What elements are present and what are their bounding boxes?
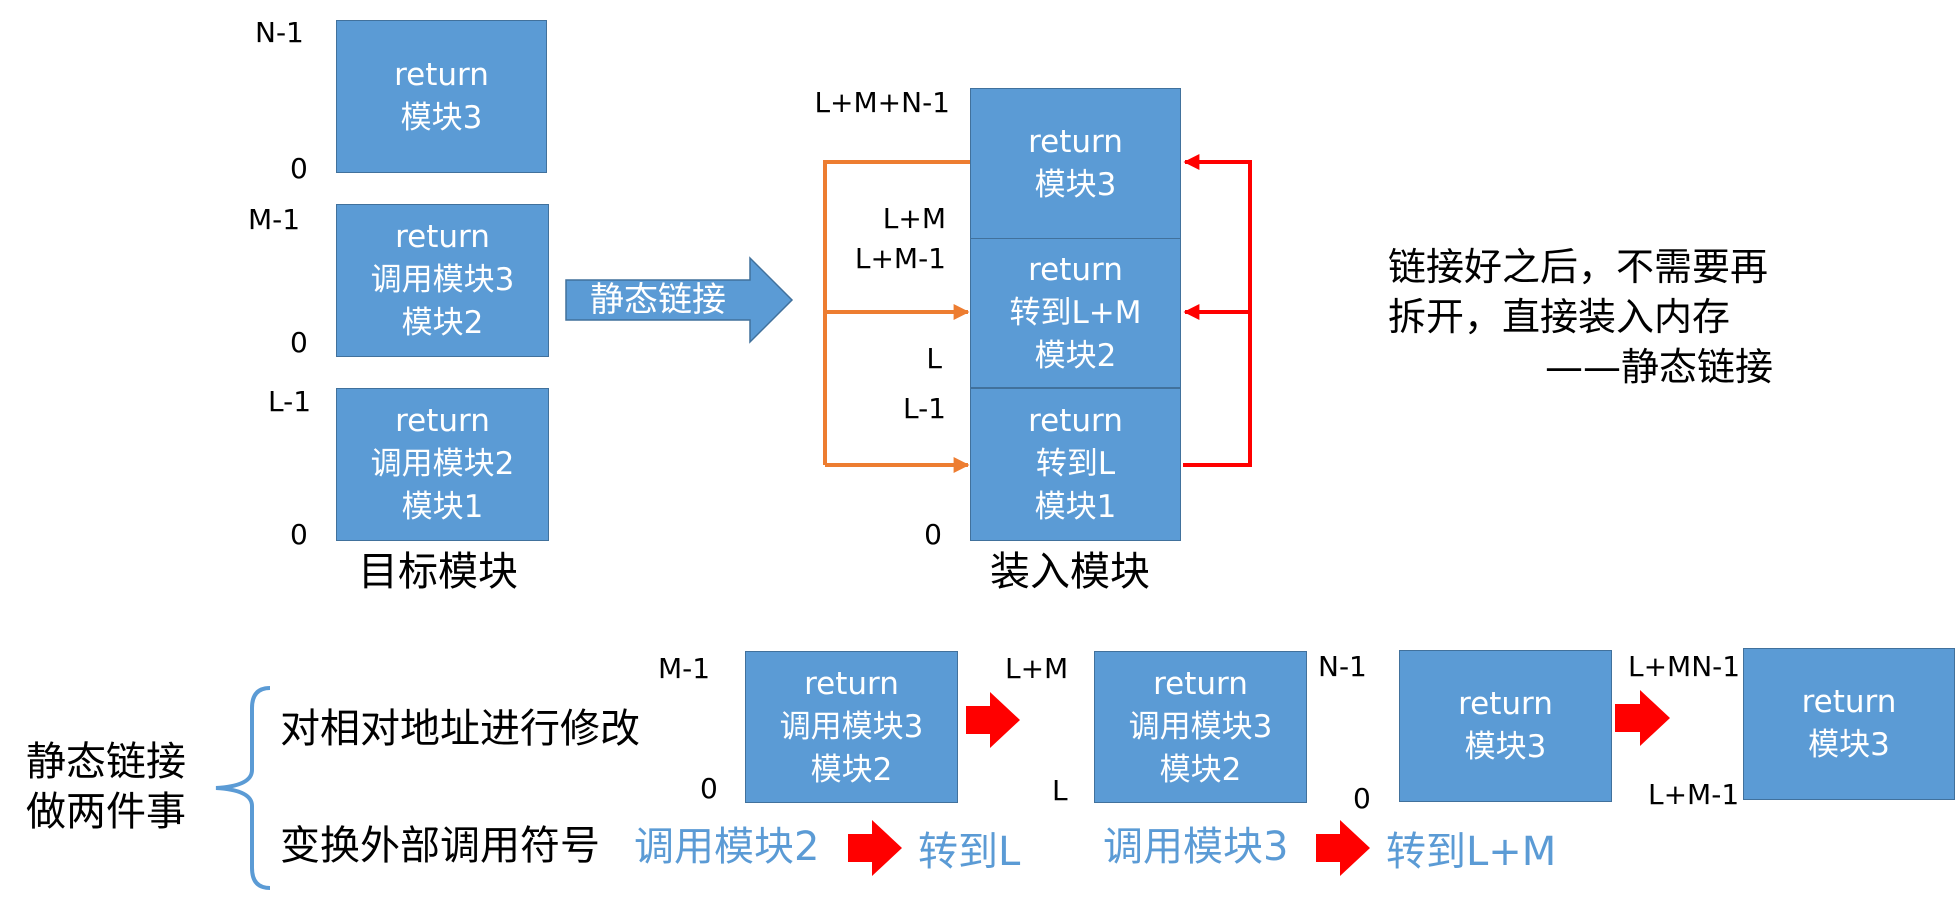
red-bracket [1183,154,1252,467]
note-line-2: 拆开，直接装入内存 [1388,295,1731,339]
address-label: L-1 [902,392,946,425]
box-d-top-label: L+MN-1 [1628,650,1741,683]
line: return [395,219,490,255]
task-relative-address: 对相对地址进行修改 [280,706,640,752]
line: return [1028,251,1123,288]
orange-bracket [823,160,970,473]
red-arrow-icon [1615,690,1670,746]
box-a-bottom-label: 0 [700,772,718,805]
line: 调用模块3 [370,262,515,298]
address-label: L [926,342,942,375]
line: 模块3 [400,99,483,136]
line: 调用模块3 [779,708,924,745]
static-link-arrow-label: 静态链接 [590,280,726,320]
box-d-bottom-label: L+M-1 [1648,778,1740,811]
box-a-top-label: M-1 [658,652,711,685]
line: 模块2 [1034,337,1117,374]
red-arrow-icon [1316,820,1370,876]
red-arrow-icon [966,692,1020,748]
bottom-title-line-1: 静态链接 [26,739,186,785]
target-module-2: return 调用模块3 模块2 [336,204,549,357]
box-b-bottom-label: L [1052,774,1068,807]
load-segment-3: return 模块3 [970,88,1181,240]
line: return [395,403,490,439]
bottom-title-line-2: 做两件事 [26,789,186,835]
line: return [1801,684,1897,720]
note-line-3: ——静态链接 [1545,345,1774,389]
line: 模块2 [810,751,893,788]
line: return [1458,686,1553,722]
target-modules-caption: 目标模块 [358,549,518,595]
conv2-to: 转到L+M [1386,829,1557,875]
module1-top-label: L-1 [268,385,312,418]
load-segment-2: return 转到L+M 模块2 [970,238,1181,388]
line: return [394,56,489,93]
address-label: L+M+N-1 [814,86,950,119]
line: 转到L [1035,446,1116,482]
bottom-box-a: return 调用模块3 模块2 [745,651,958,803]
target-module-1: return 调用模块2 模块1 [336,388,549,541]
module3-bottom-label: 0 [290,152,308,185]
task-external-symbol: 变换外部调用符号 [280,823,600,869]
line: 转到L+M [1009,294,1142,331]
address-label: L+M [882,202,946,235]
line: return [1028,124,1123,160]
line: 模块3 [1464,729,1547,765]
load-module-caption: 装入模块 [990,549,1150,595]
module1-bottom-label: 0 [290,518,308,551]
line: return [1153,665,1248,702]
box-c-top-label: N-1 [1318,650,1367,683]
module2-top-label: M-1 [248,203,301,236]
load-segment-1: return 转到L 模块1 [970,388,1181,541]
line: 模块3 [1034,167,1117,203]
line: 模块2 [401,305,484,341]
bottom-box-b: return 调用模块3 模块2 [1094,651,1307,803]
line: 调用模块2 [370,446,515,482]
line: 模块1 [1034,489,1117,525]
red-arrow-icon [848,820,902,876]
module3-top-label: N-1 [255,16,304,49]
address-label: 0 [924,518,942,551]
line: 模块3 [1808,727,1890,763]
line: return [804,665,899,702]
note-line-1: 链接好之后，不需要再 [1388,245,1769,289]
conv2-from: 调用模块3 [1103,824,1289,870]
line: 模块1 [401,489,484,525]
bottom-box-d: return 模块3 [1743,648,1955,800]
line: return [1028,403,1123,439]
conv1-to: 转到L [918,829,1021,875]
line: 调用模块3 [1128,708,1273,745]
box-c-bottom-label: 0 [1353,782,1371,815]
target-module-3: return 模块3 [336,20,547,173]
bottom-box-c: return 模块3 [1399,650,1612,802]
line: 模块2 [1159,751,1242,788]
conv1-from: 调用模块2 [634,824,820,870]
box-b-top-label: L+M [1005,652,1069,685]
address-label: L+M-1 [854,242,946,275]
module2-bottom-label: 0 [290,326,308,359]
